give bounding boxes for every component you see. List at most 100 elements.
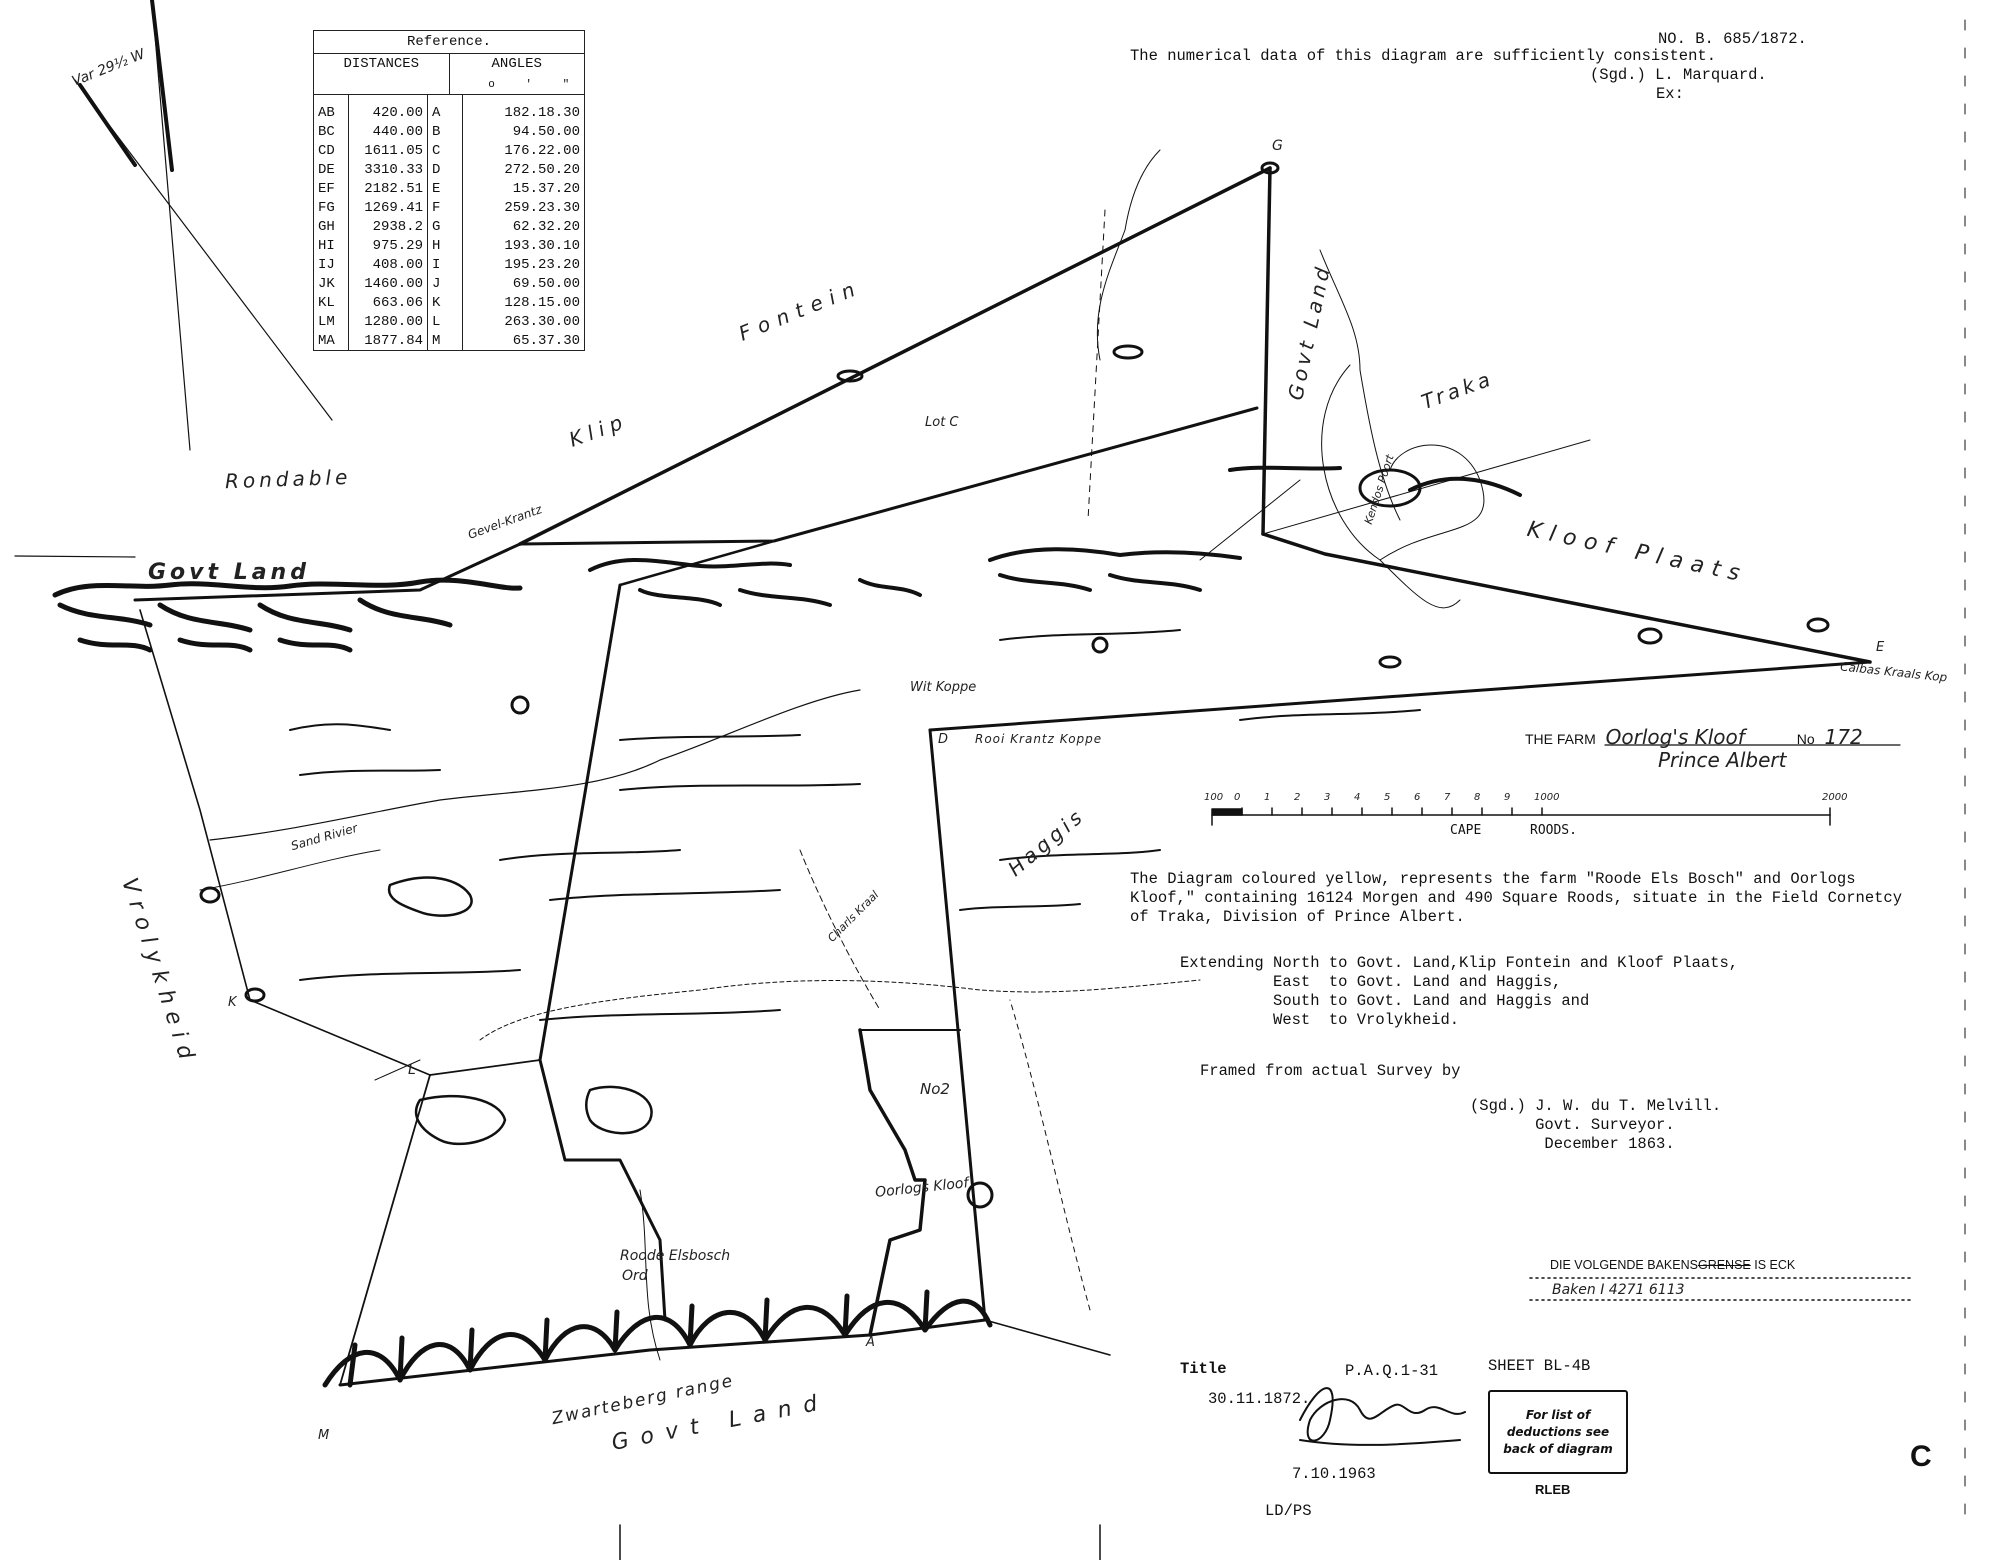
line-label: BC: [314, 122, 349, 141]
angle-value: 15.37.20: [512, 180, 580, 197]
distance-value: 2938.2: [348, 217, 428, 236]
line-label: HI: [314, 236, 349, 255]
angle-units: o ' ": [488, 79, 582, 91]
line-label: CD: [314, 141, 349, 160]
mountain-hachures-south: [322, 1289, 993, 1388]
meridian-line: [151, 0, 191, 451]
label-wit-koppe: Wit Koppe: [910, 680, 977, 695]
examiner-signature: (Sgd.) L. Marquard.: [1590, 66, 1767, 84]
farm-no-label: No: [1796, 731, 1815, 747]
angle-point: A: [427, 95, 463, 122]
angle-point: M: [427, 331, 463, 350]
distance-value: 663.06: [348, 293, 428, 312]
scale-tick-label: 7: [1444, 792, 1451, 803]
distance-value: 408.00: [348, 255, 428, 274]
label-rondable: Rondable: [224, 464, 352, 494]
description-extending: Extending North to Govt. Land,Klip Fonte…: [1180, 954, 1739, 1029]
scale-tick-label: 6: [1414, 792, 1421, 803]
farm-name: Oorlog's Kloof: [1605, 725, 1745, 749]
angle-point: K: [427, 293, 463, 312]
scale-tick-label: 9: [1504, 792, 1511, 803]
line-label: LM: [314, 312, 349, 331]
distance-value: 1280.00: [348, 312, 428, 331]
angle-value: 128.15.00: [504, 294, 580, 311]
scale-tick-label: 4: [1354, 792, 1361, 803]
angle-point: G: [427, 217, 463, 236]
distance-value: 440.00: [348, 122, 428, 141]
point-a: A: [866, 1335, 875, 1350]
point-g: G: [1272, 138, 1283, 154]
angle-value: 176.22.00: [504, 142, 580, 159]
farm-prefix: THE FARM: [1525, 731, 1596, 747]
line-ed: [928, 660, 1872, 732]
line-gh: [1261, 166, 1272, 536]
scale-unit-right: ROODS.: [1530, 823, 1577, 838]
label-lot-c: Lot C: [925, 415, 959, 430]
point-l: L: [408, 1062, 416, 1078]
point-e: E: [1876, 640, 1885, 655]
angle-value: 65.37.30: [512, 332, 580, 349]
angle-value: 193.30.10: [504, 237, 580, 254]
line-label: JK: [314, 274, 349, 293]
distance-value: 975.29: [348, 236, 428, 255]
angle-point: D: [427, 160, 463, 179]
angles-header: ANGLES o ' ": [450, 54, 585, 94]
line-label: IJ: [314, 255, 349, 274]
angle-value: 182.18.30: [504, 104, 580, 121]
label-rooi-krantz-koppe: Rooi Krantz Koppe: [975, 732, 1103, 746]
inner-boundary: [538, 583, 667, 1322]
paq-reference: P.A.Q.1-31: [1345, 1362, 1439, 1380]
angle-point: E: [427, 179, 463, 198]
scale-unit-left: CAPE: [1450, 823, 1482, 838]
bakens-heading-end: IS ECK: [1754, 1258, 1796, 1272]
reference-title: Reference.: [314, 31, 584, 54]
distance-value: 1269.41: [348, 198, 428, 217]
diagram-number: NO. B. 685/1872.: [1658, 30, 1807, 48]
farm-division: Prince Albert: [1658, 748, 1787, 772]
angle-point: H: [427, 236, 463, 255]
distance-value: 2182.51: [348, 179, 428, 198]
north-boundary-west: [133, 542, 522, 602]
scale-tick-label: 1000: [1534, 792, 1560, 803]
distance-value: 420.00: [348, 95, 428, 122]
angle-value: 259.23.30: [504, 199, 580, 216]
mountain-hachures-middle: [588, 465, 1522, 607]
angle-value: 195.23.20: [504, 256, 580, 273]
sheet-reference: SHEET BL-4B: [1488, 1357, 1591, 1375]
distance-value: 1460.00: [348, 274, 428, 293]
line-dc: [928, 728, 987, 1322]
line-label: DE: [314, 160, 349, 179]
line-label: GH: [314, 217, 349, 236]
examiner-title: Ex:: [1656, 85, 1684, 103]
angle-point: I: [427, 255, 463, 274]
beacons: [199, 161, 1830, 1209]
label-roode-elsbosch: Roode Elsbosch: [620, 1248, 731, 1264]
scale-tick-label: 3: [1324, 792, 1331, 803]
angle-point: F: [427, 198, 463, 217]
farm-title: THE FARM Oorlog's Kloof No 172: [1525, 725, 1863, 749]
label-no2: No2: [920, 1080, 950, 1098]
angle-value: 272.50.20: [504, 161, 580, 178]
stamp-initials: RLEB: [1535, 1482, 1571, 1497]
scale-tick-label: 100: [1204, 792, 1224, 803]
point-k: K: [228, 995, 237, 1010]
angle-value: 263.30.00: [504, 313, 580, 330]
line-label: EF: [314, 179, 349, 198]
description-main: The Diagram coloured yellow, represents …: [1130, 870, 1903, 926]
scale-tick-label: 2000: [1822, 792, 1848, 803]
scale-tick-label: 8: [1474, 792, 1481, 803]
line-label: MA: [314, 331, 349, 350]
distances-header: DISTANCES: [314, 54, 450, 94]
klip-fontein-boundary: [518, 166, 1272, 546]
line-label: KL: [314, 293, 349, 312]
deductions-stamp: For list of deductions see back of diagr…: [1488, 1390, 1628, 1474]
description-framed: Framed from actual Survey by: [1200, 1062, 1461, 1080]
line-label: AB: [314, 95, 349, 122]
angle-value: 62.32.20: [512, 218, 580, 235]
